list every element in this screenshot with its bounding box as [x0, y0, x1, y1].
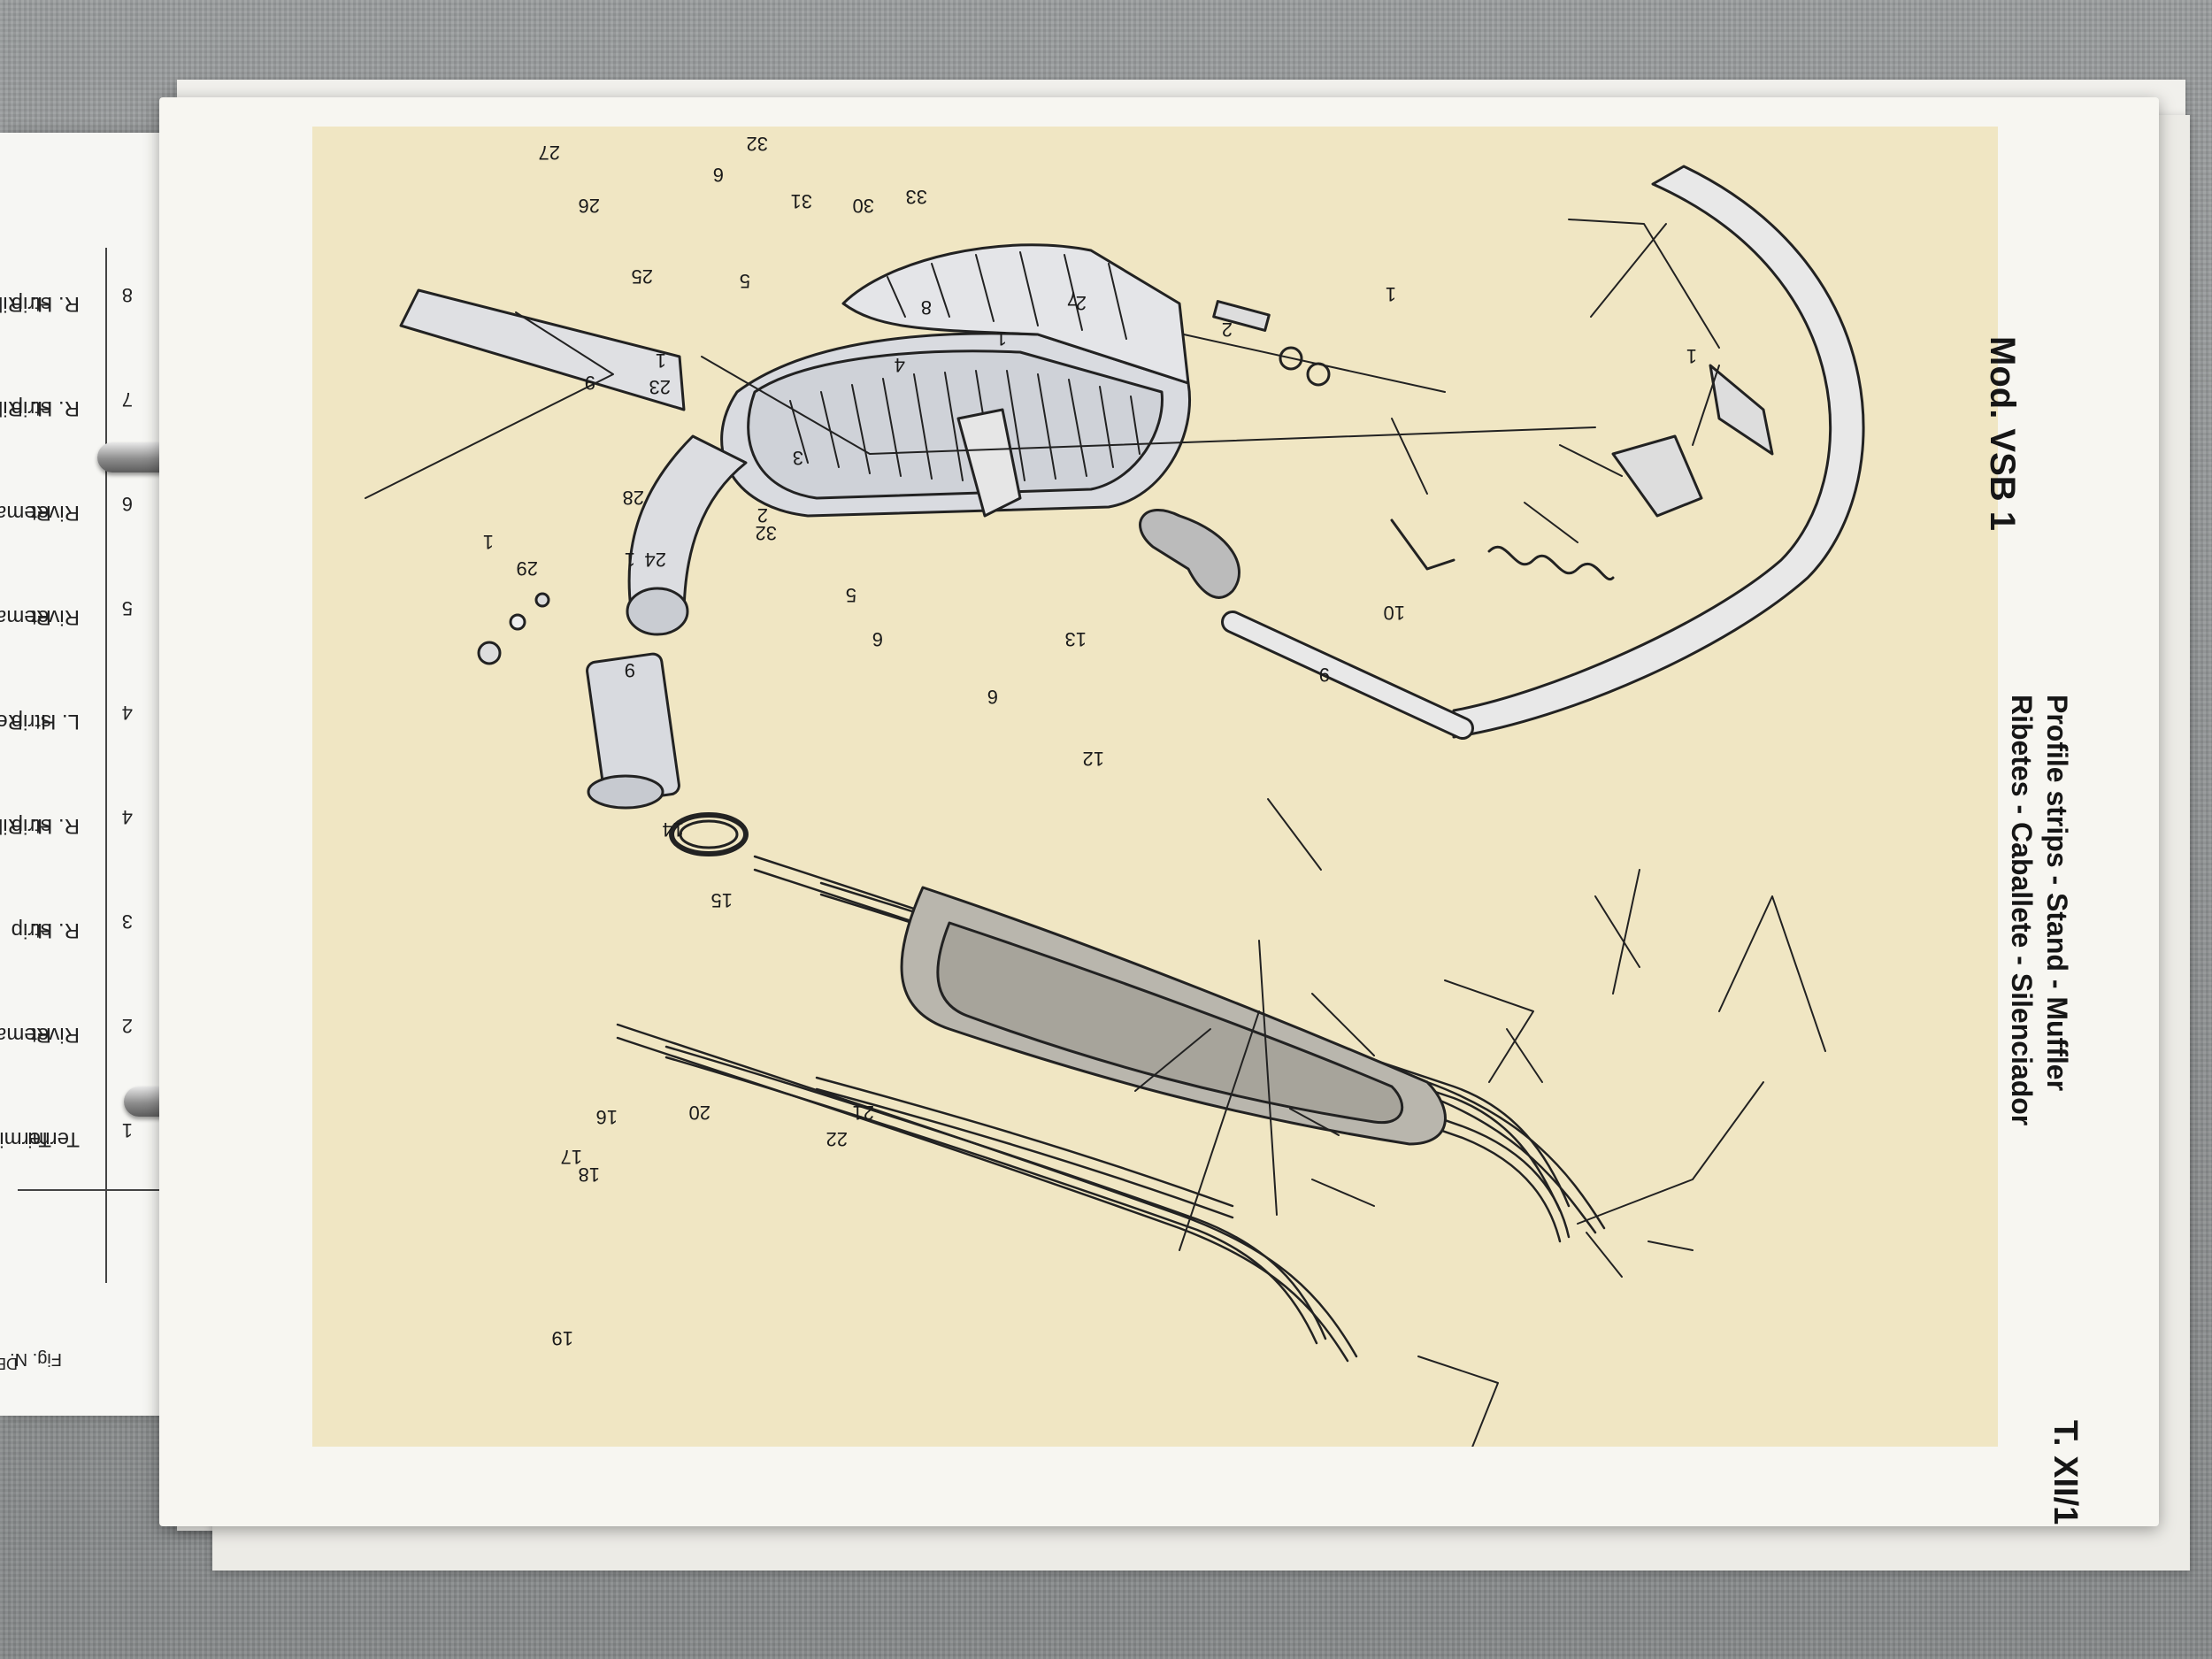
callout-18: 18 [579, 1164, 600, 1186]
left-row-text: Ribete [0, 396, 23, 420]
left-row-text: Rivet [31, 605, 80, 629]
callout-16: 16 [596, 1106, 618, 1128]
callout-21: 21 [853, 1102, 874, 1124]
left-row-text: strip [12, 292, 51, 316]
left-parts-table: Fig. N.DE1TermiTermin2RivetRemac3R. H.st… [0, 248, 168, 1372]
left-row-fig: 8 [122, 284, 133, 306]
callout-20: 20 [689, 1102, 710, 1124]
callout-2: 2 [757, 504, 768, 526]
callout-22: 22 [826, 1128, 848, 1150]
left-row-text: Rivet [31, 501, 80, 525]
callout-17: 17 [561, 1146, 582, 1168]
callout-2: 2 [1222, 319, 1233, 341]
left-row-fig: 7 [122, 388, 133, 411]
left-row-text: Remac [0, 1023, 51, 1047]
small-hardware-drawing [477, 300, 1615, 665]
left-row-fig: 6 [122, 493, 133, 515]
left-row-text: R. H. [31, 292, 80, 316]
callout-6: 6 [987, 686, 998, 708]
callout-24: 24 [645, 549, 666, 571]
callout-7: 7 [1067, 288, 1078, 310]
model-heading: Mod. VSB 1 [1983, 336, 2022, 532]
plate-number: T. XII/1 [2047, 1420, 2084, 1525]
callout-13: 13 [1065, 628, 1087, 650]
callout-12: 12 [1083, 748, 1104, 770]
left-row-text: strip [12, 396, 51, 420]
callout-6: 6 [872, 628, 883, 650]
left-row-fig: 3 [122, 910, 133, 933]
callout-1: 1 [996, 327, 1007, 349]
left-row-text: Ribete [0, 814, 23, 838]
left-row-fig: 5 [122, 597, 133, 619]
callout-32: 32 [747, 133, 768, 155]
callout-1: 1 [1386, 283, 1396, 305]
tail-pipe-drawing [586, 652, 749, 856]
callout-3: 3 [793, 447, 803, 469]
callout-33: 33 [906, 186, 927, 208]
plate-title-line1: Profile strips - Stand - Muffler [2041, 695, 2073, 1092]
callout-4: 4 [895, 354, 905, 376]
callout-5: 5 [846, 584, 856, 606]
muffler-drawing [399, 243, 1191, 636]
callout-14: 14 [663, 818, 684, 841]
callout-1: 1 [1686, 345, 1697, 367]
left-row-text: Termin [0, 1127, 51, 1151]
left-row-text: Rebor [0, 710, 23, 733]
profile-strips-drawing [616, 855, 1606, 1363]
left-row-fig: 2 [122, 1015, 133, 1037]
callout-27: 27 [539, 142, 560, 164]
left-row-text: Rivet [31, 1023, 80, 1047]
callout-15: 15 [711, 889, 733, 911]
plate-title: Profile strips - Stand - Muffler Ribetes… [2004, 695, 2075, 1125]
callout-9: 9 [625, 659, 635, 681]
floor-mat-drawing [900, 886, 1447, 1146]
callout-25: 25 [632, 265, 653, 288]
left-row-text: L. H. [35, 710, 80, 733]
left-row-text: Termi [27, 1127, 80, 1151]
left-row-text: R. H. [31, 918, 80, 942]
callout-5: 5 [740, 270, 750, 292]
callout-31: 31 [791, 190, 812, 212]
left-column-header: Fig. N. [10, 1349, 62, 1369]
callout-6: 6 [713, 164, 724, 186]
callout-10: 10 [1384, 602, 1405, 624]
callout-28: 28 [623, 487, 644, 509]
callout-8: 8 [921, 296, 932, 319]
left-row-text: strip [12, 918, 51, 942]
callout-1: 1 [483, 531, 494, 553]
callout-1: 1 [625, 549, 635, 571]
stand-drawing [1221, 165, 1865, 740]
callout-19: 19 [552, 1327, 573, 1349]
left-row-fig: 1 [122, 1119, 133, 1141]
callout-9: 9 [1319, 664, 1330, 686]
leader-lines [365, 219, 1826, 1447]
left-row-fig: 4 [122, 806, 133, 828]
left-row-text: Remac [0, 605, 51, 629]
callout-32: 32 [756, 522, 777, 544]
left-row-text: R. H. [31, 814, 80, 838]
callout-23: 23 [649, 376, 671, 398]
left-page: Fig. N.DE1TermiTermin2RivetRemac3R. H.st… [0, 133, 168, 1416]
callout-1: 1 [656, 349, 666, 372]
callout-30: 30 [853, 195, 874, 217]
callout-9: 9 [585, 372, 595, 394]
plate-title-line2: Ribetes - Caballete - Silenciador [2006, 695, 2038, 1126]
left-row-text: strip [12, 710, 51, 733]
left-column-header-right: DE [0, 1355, 18, 1372]
callout-26: 26 [579, 195, 600, 217]
left-row-text: Remac [0, 501, 51, 525]
left-row-text: strip [12, 814, 51, 838]
callout-2: 2 [1076, 292, 1087, 314]
left-row-fig: 4 [122, 702, 133, 724]
left-row-text: Ribete [0, 292, 23, 316]
exploded-parts-diagram: 1111112222345566678999101112131415161718… [312, 127, 1998, 1447]
diagram-drawing: 1111112222345566678999101112131415161718… [365, 133, 1865, 1447]
callout-29: 29 [517, 557, 538, 580]
left-row-text: R. H. [31, 396, 80, 420]
